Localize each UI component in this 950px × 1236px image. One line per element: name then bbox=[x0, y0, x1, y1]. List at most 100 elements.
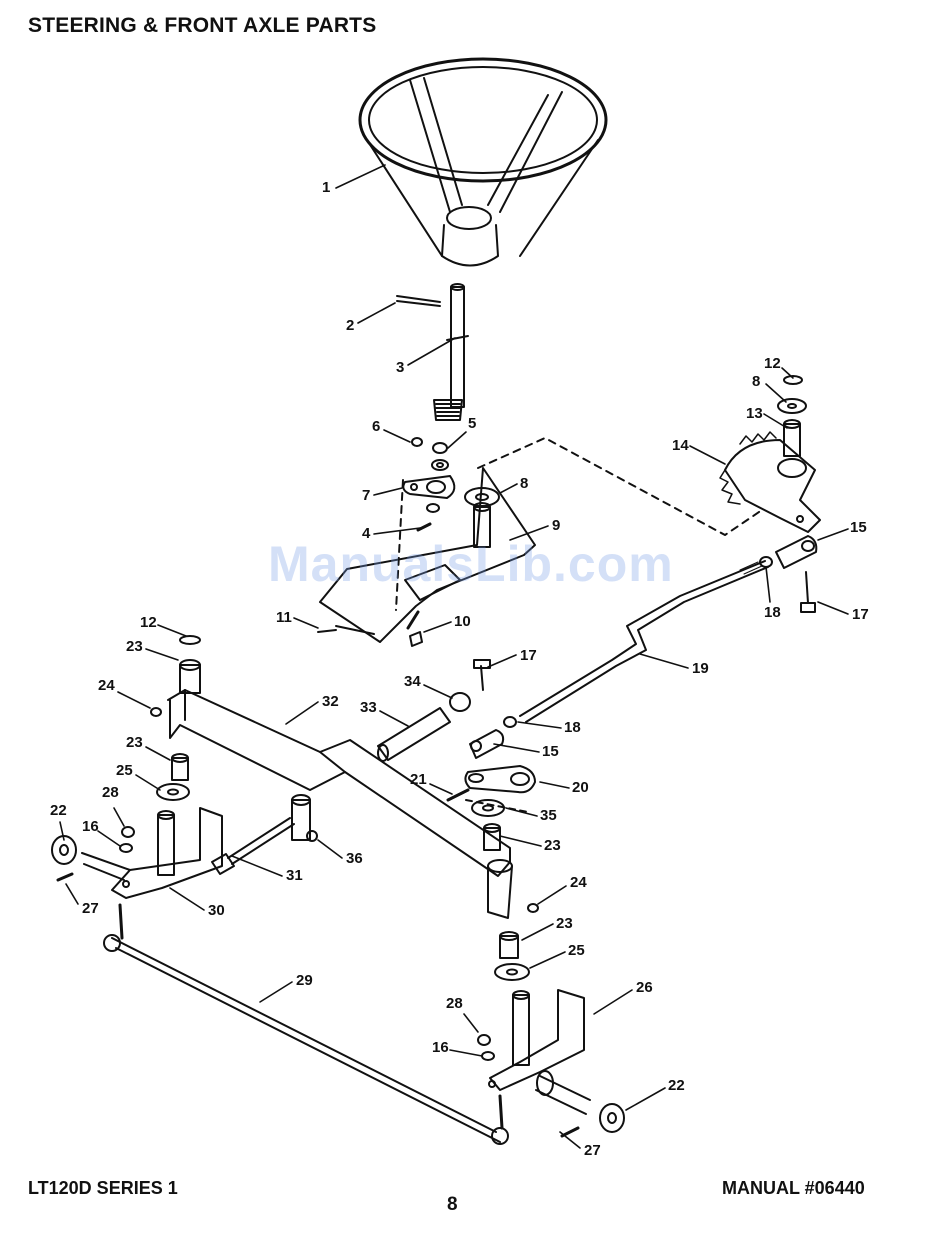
callout-c20: 20 bbox=[572, 779, 589, 796]
callout-c8b: 8 bbox=[752, 373, 760, 390]
callout-leader-c2 bbox=[358, 303, 395, 323]
callout-leader-c26 bbox=[594, 990, 632, 1014]
screw-10 bbox=[408, 612, 418, 628]
callout-leader-c10 bbox=[424, 622, 451, 632]
callout-leader-c23a bbox=[146, 649, 178, 660]
callout-c27a: 27 bbox=[82, 900, 99, 917]
callout-leader-c21 bbox=[430, 784, 452, 794]
sector-gear bbox=[720, 376, 820, 532]
callout-c23c: 23 bbox=[544, 837, 561, 854]
callout-c12b: 12 bbox=[140, 614, 157, 631]
callout-c32: 32 bbox=[322, 693, 339, 710]
model-label: LT120D SERIES 1 bbox=[28, 1178, 178, 1199]
callout-leader-c5 bbox=[448, 432, 466, 448]
callout-leader-c35 bbox=[506, 808, 537, 816]
callout-leader-c8a bbox=[500, 484, 517, 493]
callout-leader-c15b bbox=[494, 744, 539, 752]
pinion-bracket bbox=[403, 476, 454, 498]
callout-c31: 31 bbox=[286, 867, 303, 884]
callout-c12a: 12 bbox=[764, 355, 781, 372]
callout-c33: 33 bbox=[360, 699, 377, 716]
callout-c27b: 27 bbox=[584, 1142, 601, 1159]
callout-leader-c18b bbox=[518, 722, 561, 728]
tie-rod bbox=[104, 905, 508, 1144]
callout-leader-c25b bbox=[530, 952, 565, 968]
callout-c28a: 28 bbox=[102, 784, 119, 801]
callout-c28b: 28 bbox=[446, 995, 463, 1012]
callout-c19: 19 bbox=[692, 660, 709, 677]
page-number: 8 bbox=[447, 1194, 458, 1216]
callout-leader-c29 bbox=[260, 982, 292, 1002]
callout-c23a: 23 bbox=[126, 638, 143, 655]
callout-leader-c20 bbox=[540, 782, 569, 788]
callout-c35: 35 bbox=[540, 807, 557, 824]
callout-leader-c13 bbox=[764, 414, 787, 428]
callout-leader-c25a bbox=[136, 775, 160, 790]
callout-c22b: 22 bbox=[668, 1077, 685, 1094]
callout-c26: 26 bbox=[636, 979, 653, 996]
callout-leader-c32 bbox=[286, 702, 318, 724]
callout-leader-c31 bbox=[232, 856, 282, 876]
bushing-stack bbox=[412, 438, 448, 512]
callout-c17b: 17 bbox=[520, 647, 537, 664]
callout-leader-c15a bbox=[818, 529, 848, 540]
callout-c16a: 16 bbox=[82, 818, 99, 835]
steering-wheel bbox=[360, 59, 606, 266]
callout-c10: 10 bbox=[454, 613, 471, 630]
callout-leader-c24a bbox=[118, 692, 150, 708]
callout-leader-c19 bbox=[640, 654, 688, 668]
steering-arm bbox=[448, 766, 535, 816]
callout-leader-c3 bbox=[408, 338, 455, 365]
pin-4 bbox=[418, 524, 430, 530]
callout-leader-c7 bbox=[374, 488, 402, 495]
callout-leader-c14 bbox=[690, 446, 725, 464]
callout-leader-c17b bbox=[488, 655, 516, 667]
callout-leader-c23b bbox=[146, 747, 170, 760]
callout-c29: 29 bbox=[296, 972, 313, 989]
callout-c25a: 25 bbox=[116, 762, 133, 779]
callout-leader-c11 bbox=[294, 618, 318, 628]
callout-c30: 30 bbox=[208, 902, 225, 919]
callout-leader-c22b bbox=[626, 1088, 665, 1110]
callout-c2: 2 bbox=[346, 317, 354, 334]
callout-leader-c28a bbox=[114, 808, 124, 826]
callout-c18a: 18 bbox=[764, 604, 781, 621]
left-spindle bbox=[52, 808, 222, 898]
callout-c17a: 17 bbox=[852, 606, 869, 623]
callout-leader-c6 bbox=[384, 430, 410, 442]
callout-leader-c18a bbox=[766, 567, 770, 602]
callout-leader-c24b bbox=[538, 886, 566, 904]
callout-c25b: 25 bbox=[568, 942, 585, 959]
callout-leader-c28b bbox=[464, 1014, 478, 1032]
callout-c24a: 24 bbox=[98, 677, 115, 694]
callout-c6: 6 bbox=[372, 418, 380, 435]
callout-leader-c17a bbox=[818, 602, 848, 614]
callout-c18b: 18 bbox=[564, 719, 581, 736]
callout-c23b: 23 bbox=[126, 734, 143, 751]
callout-leader-c16b bbox=[450, 1050, 482, 1056]
callout-leader-c4 bbox=[374, 528, 420, 534]
callout-leader-c36 bbox=[318, 840, 342, 858]
callout-leader-c34 bbox=[424, 685, 452, 698]
callout-c14: 14 bbox=[672, 437, 689, 454]
callout-c8a: 8 bbox=[520, 475, 528, 492]
callout-c3: 3 bbox=[396, 359, 404, 376]
callout-c22a: 22 bbox=[50, 802, 67, 819]
callout-c7: 7 bbox=[362, 487, 370, 504]
callout-c13: 13 bbox=[746, 405, 763, 422]
callout-leader-c27a bbox=[66, 884, 78, 904]
callout-c5: 5 bbox=[468, 415, 476, 432]
callout-c16b: 16 bbox=[432, 1039, 449, 1056]
callout-leader-c1 bbox=[336, 165, 385, 188]
callout-leader-c12b bbox=[158, 625, 186, 636]
watermark: ManualsLib.com bbox=[268, 535, 674, 593]
nut-34 bbox=[450, 693, 470, 711]
callout-c34: 34 bbox=[404, 673, 421, 690]
manual-number: MANUAL #06440 bbox=[722, 1178, 865, 1199]
callout-leader-c33 bbox=[380, 711, 408, 726]
callout-c1: 1 bbox=[322, 179, 330, 196]
bolt-31 bbox=[228, 818, 294, 864]
callout-c36: 36 bbox=[346, 850, 363, 867]
steering-shaft bbox=[397, 284, 468, 420]
